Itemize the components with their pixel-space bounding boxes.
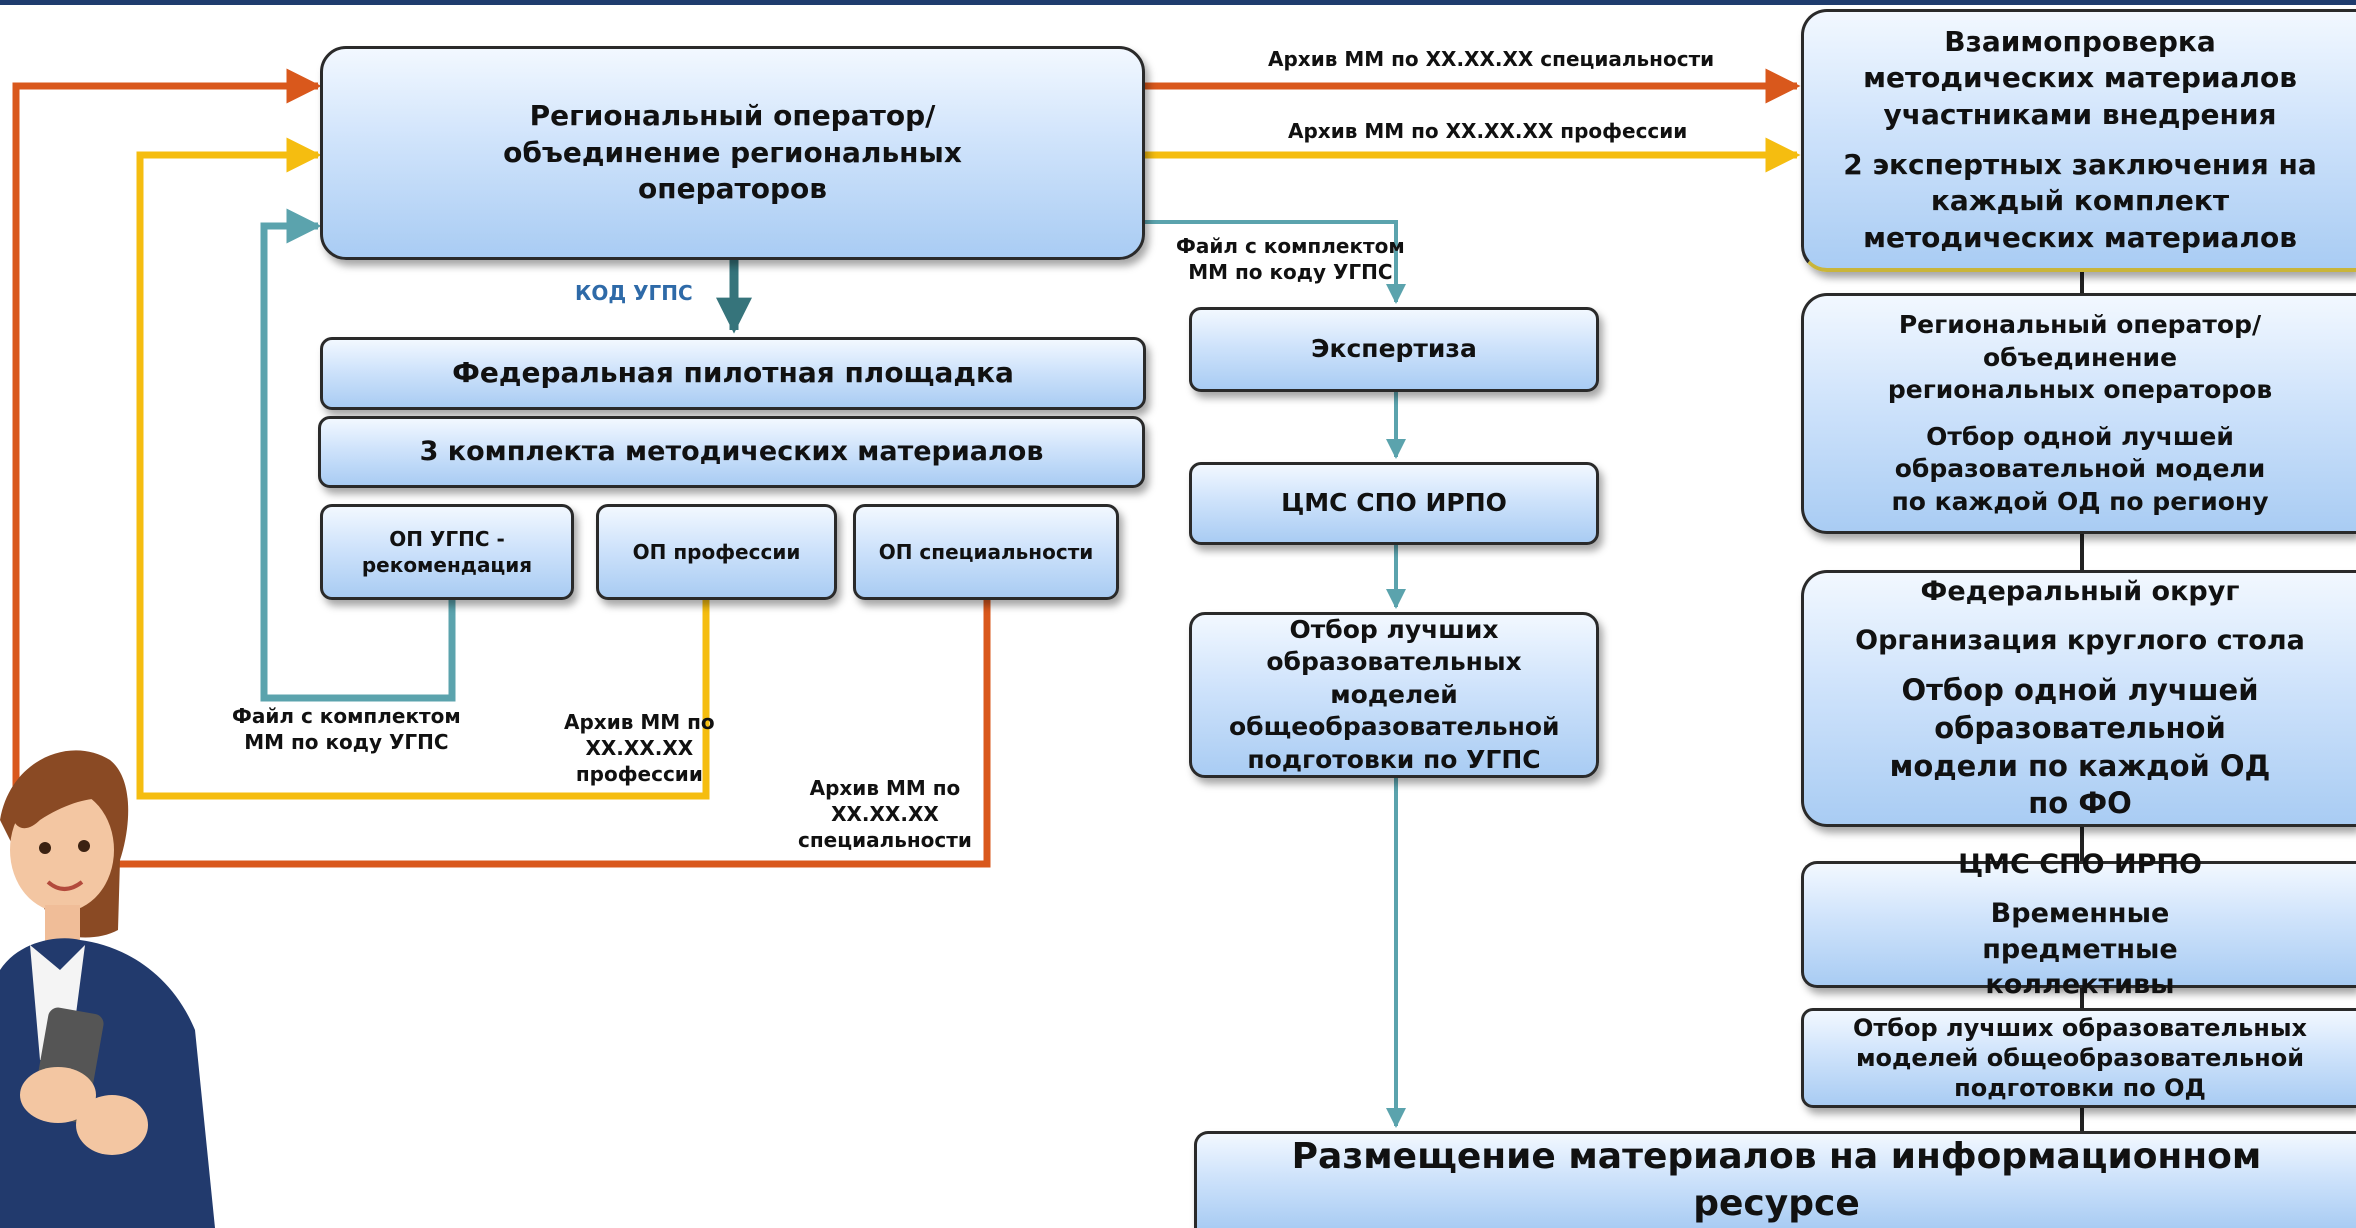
- archive-specialty-left-label: Архив ММ по ХХ.ХХ.ХХ специальности: [798, 776, 972, 852]
- placement-box: Размещение материалов на информационном …: [1194, 1131, 2356, 1228]
- file-ugps-connector: [1145, 220, 1406, 304]
- op-specialty-box: ОП специальности: [853, 504, 1119, 600]
- federal-district-box: Федеральный округ Организация круглого с…: [1801, 570, 2356, 827]
- cms-collectives-title: ЦМС СПО ИРПО: [1958, 849, 2202, 881]
- cms-spo-irpo-box: ЦМС СПО ИРПО: [1189, 462, 1599, 545]
- mutual-check-detail: 2 экспертных заключения на каждый компле…: [1843, 148, 2317, 254]
- cms-collectives-detail: Временные предметные коллективы: [1982, 898, 2178, 1000]
- regional-selection-detail: Отбор одной лучшей образовательной модел…: [1891, 421, 2269, 516]
- selection-od-box: Отбор лучших образовательных моделей общ…: [1801, 1008, 2356, 1108]
- archive-specialty-label: Архив ММ по ХХ.ХХ.ХХ специальности: [1268, 47, 1715, 71]
- three-sets-box: 3 комплекта методических материалов: [318, 416, 1145, 488]
- op-profession-box: ОП профессии: [596, 504, 837, 600]
- kod-ugps-label: КОД УГПС: [575, 281, 693, 305]
- selection-ugps-box: Отбор лучших образовательных моделей общ…: [1189, 612, 1599, 778]
- loop-ugps-connector: [260, 208, 456, 702]
- mutual-check-title: Взаимопроверка методических материалов у…: [1863, 24, 2297, 131]
- mutual-check-box: Взаимопроверка методических материалов у…: [1801, 9, 2356, 272]
- op-profession-label: ОП профессии: [632, 540, 801, 564]
- op-ugps-box: ОП УГПС - рекомендация: [320, 504, 574, 600]
- cms-collectives-box: ЦМС СПО ИРПО Временные предметные коллек…: [1801, 849, 2356, 1000]
- expertise-box: Экспертиза: [1189, 307, 1599, 392]
- op-ugps-label: ОП УГПС - рекомендация: [361, 527, 533, 577]
- regional-selection-box: Региональный оператор/ объединение регио…: [1801, 293, 2356, 534]
- selection-ugps-label: Отбор лучших образовательных моделей общ…: [1229, 614, 1560, 774]
- regional-operator-box: Региональный оператор/объединение регион…: [320, 46, 1145, 260]
- federal-pilot-label: Федеральная пилотная площадка: [452, 356, 1014, 390]
- op-specialty-label: ОП специальности: [878, 540, 1094, 564]
- loop-profession-connector: [136, 137, 710, 800]
- archive-profession-left-label: Архив ММ по ХХ.ХХ.ХХ профессии: [564, 710, 715, 786]
- federal-district-subtitle: Организация круглого стола: [1855, 625, 2305, 657]
- archive-profession-label: Архив ММ по ХХ.ХХ.ХХ профессии: [1288, 119, 1688, 143]
- regional-operator-label: Региональный оператор/объединение регион…: [503, 99, 962, 206]
- file-ugps-right-label: Файл с комплектом ММ по коду УГПС: [1176, 234, 1405, 284]
- federal-district-title: Федеральный округ: [1920, 576, 2240, 608]
- cms-spo-irpo-label: ЦМС СПО ИРПО: [1281, 488, 1507, 518]
- woman-with-phone-illustration: [0, 750, 215, 1228]
- selection-od-label: Отбор лучших образовательных моделей общ…: [1852, 1014, 2308, 1102]
- regional-selection-title: Региональный оператор/ объединение регио…: [1887, 310, 2273, 404]
- placement-label: Размещение материалов на информационном …: [1291, 1136, 2262, 1224]
- three-sets-label: 3 комплекта методических материалов: [419, 436, 1044, 468]
- expertise-label: Экспертиза: [1311, 334, 1477, 364]
- federal-pilot-box: Федеральная пилотная площадка: [320, 337, 1146, 410]
- federal-district-detail: Отбор одной лучшей образовательной модел…: [1889, 673, 2271, 821]
- file-ugps-left-label: Файл с комплектом ММ по коду УГПС: [232, 704, 461, 754]
- top-border: [0, 0, 2356, 5]
